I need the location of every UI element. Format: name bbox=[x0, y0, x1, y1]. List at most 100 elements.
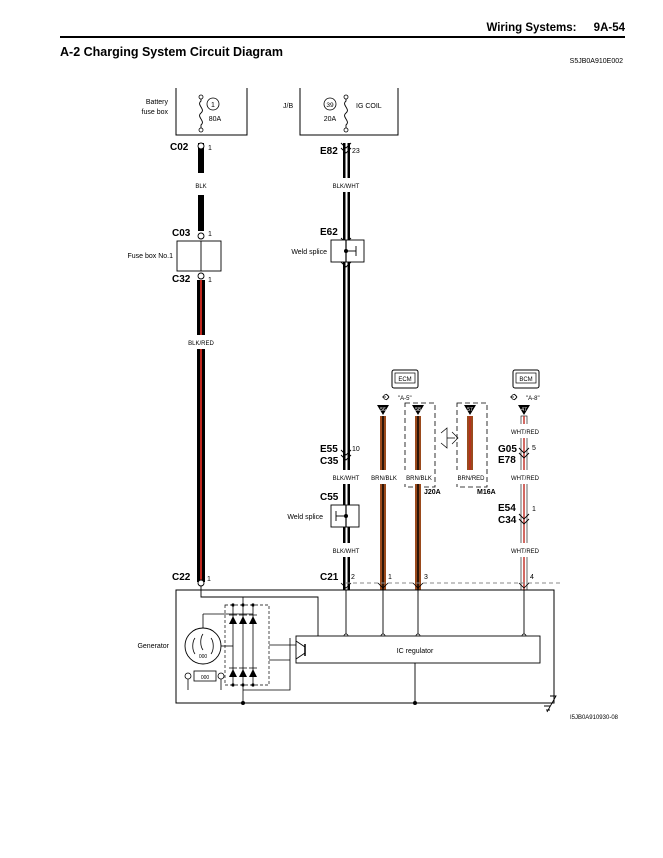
weld-splice-c55: C55 Weld splice bbox=[287, 492, 360, 528]
wire-brn-blk-1: BRN/BLK bbox=[369, 416, 399, 590]
wire-wht-red: WHT/RED WHT/RED WHT/RED bbox=[508, 415, 542, 591]
connector-e55-c35: E55 10 C35 bbox=[320, 444, 360, 467]
header-rule bbox=[60, 36, 625, 38]
wire-blk: BLK bbox=[195, 143, 207, 231]
ecm-pin-56-label: 56 bbox=[380, 407, 386, 413]
fuse-number-circle bbox=[206, 97, 220, 111]
connector-c03-pin: 1 bbox=[208, 231, 212, 238]
wire-label-brn-blk-1: BRN/BLK bbox=[371, 476, 397, 482]
wire-blk-wht: BLK/WHT BLK/WHT BLK/WHT bbox=[330, 143, 362, 590]
fuse39-rating: 20A bbox=[324, 116, 337, 123]
weld-splice-e62-label: Weld splice bbox=[291, 249, 327, 256]
connector-c21-pin-2: 2 bbox=[351, 574, 355, 581]
ecm-pin-57: 57 bbox=[464, 405, 476, 415]
connector-c02-pin: 1 bbox=[208, 145, 212, 152]
connector-e82-id: E82 bbox=[320, 146, 338, 157]
rotor-coil: 000 bbox=[184, 670, 225, 690]
stator-coil: 000 bbox=[184, 613, 253, 665]
connector-c32: C32 1 bbox=[172, 272, 212, 285]
connector-c34-id: C34 bbox=[498, 515, 517, 526]
wire-label-brn-red: BRN/RED bbox=[457, 476, 485, 482]
diagram-title: A-2 Charging System Circuit Diagram bbox=[60, 45, 283, 59]
page-header: Wiring Systems: 9A-54 bbox=[472, 22, 625, 34]
ecm-pin-56: 56 bbox=[377, 405, 389, 415]
connector-c03-id: C03 bbox=[172, 228, 191, 239]
connector-c21-id: C21 bbox=[320, 572, 339, 583]
jb-label: J/B bbox=[283, 103, 293, 110]
wire-label-blk: BLK bbox=[195, 184, 206, 190]
connector-g05-e78: G05 5 E78 bbox=[498, 444, 536, 466]
wire-label-blk-red: BLK/RED bbox=[188, 341, 214, 347]
m16a-variant-box bbox=[456, 402, 488, 488]
connector-c02-id: C02 bbox=[170, 142, 189, 153]
connector-e54-pin: 1 bbox=[532, 506, 536, 513]
wire-blk-red: BLK/RED bbox=[188, 280, 214, 582]
ig-coil-label: IG COIL bbox=[356, 103, 382, 110]
wire-brn-blk-2: BRN/BLK bbox=[404, 416, 434, 590]
ecm-pin-58-label: 58 bbox=[415, 407, 421, 413]
fuse39-circle bbox=[323, 97, 337, 111]
battery-fuse-box: Battery fuse box 1 80A bbox=[142, 88, 248, 136]
connector-c02: C02 1 bbox=[170, 142, 212, 153]
bcm-label: BCM bbox=[519, 377, 532, 383]
fuse-box-no1-label: Fuse box No.1 bbox=[127, 253, 173, 260]
connector-g05-id: G05 bbox=[498, 444, 517, 455]
connector-c03: C03 1 bbox=[172, 228, 212, 240]
figure-code: I5JB0A910930-08 bbox=[570, 715, 619, 721]
fuse1-number: 1 bbox=[211, 102, 215, 109]
bcm-pin-47-label: 47 bbox=[521, 407, 527, 413]
ecm-pin-58: 58 bbox=[412, 405, 424, 415]
ecm-pin-57-label: 57 bbox=[467, 407, 473, 413]
connector-e55-pin: 10 bbox=[352, 446, 360, 453]
connector-c35-id: C35 bbox=[320, 456, 339, 467]
connector-c32-id: C32 bbox=[172, 274, 191, 285]
fuse1-rating: 80A bbox=[209, 116, 222, 123]
page-number: 9A-54 bbox=[593, 22, 625, 34]
wire-label-blk-wht-mid: BLK/WHT bbox=[333, 476, 360, 482]
connector-c22-pin: 1 bbox=[207, 576, 211, 583]
connector-e54-c34: E54 1 C34 bbox=[498, 503, 536, 526]
wire-label-wht-red-1: WHT/RED bbox=[511, 430, 540, 436]
generator-label: Generator bbox=[137, 643, 169, 650]
weld-splice-c55-label: Weld splice bbox=[287, 514, 323, 521]
wire-label-blk-wht-top: BLK/WHT bbox=[333, 184, 360, 190]
connector-e82-pin: 23 bbox=[352, 148, 360, 155]
connector-c22: C22 1 bbox=[172, 572, 211, 587]
connector-c55-id: C55 bbox=[320, 492, 339, 503]
ground-symbol bbox=[544, 695, 557, 713]
connector-e55-id: E55 bbox=[320, 444, 338, 455]
section-title: Wiring Systems: bbox=[486, 22, 577, 34]
generator: Generator IC regulator bbox=[137, 586, 557, 713]
ic-regulator-box bbox=[295, 635, 541, 664]
wire-label-blk-wht-low: BLK/WHT bbox=[333, 549, 360, 555]
wire-label-brn-blk-2: BRN/BLK bbox=[406, 476, 432, 482]
bcm-pin-47: 47 bbox=[518, 405, 530, 415]
wire-brn-red: BRN/RED bbox=[456, 416, 486, 484]
fuse-box-no1: Fuse box No.1 bbox=[127, 240, 222, 272]
ecm-module: ECM "A-5" bbox=[382, 369, 419, 402]
document-code: S5JB0A910E002 bbox=[569, 58, 623, 65]
fuse1-symbol bbox=[199, 96, 203, 130]
ecm-label: ECM bbox=[398, 377, 411, 383]
weld-splice-e62: E62 Weld splice bbox=[291, 227, 365, 268]
wire-label-wht-red-3: WHT/RED bbox=[511, 549, 540, 555]
junction-block: J/B 39 20A IG COIL bbox=[283, 88, 399, 136]
variant-exchange-arrow bbox=[440, 427, 459, 449]
bcm-reference: "A-8" bbox=[526, 396, 540, 402]
connector-c21: C21 2 1 3 4 bbox=[320, 572, 560, 589]
connector-c21-pin-4: 4 bbox=[530, 574, 534, 581]
connector-c22-id: C22 bbox=[172, 572, 191, 583]
fuse39-number: 39 bbox=[326, 102, 334, 109]
battery-fuse-box-label-2: fuse box bbox=[142, 109, 169, 116]
ecm-reference: "A-5" bbox=[398, 396, 412, 402]
connector-g05-pin: 5 bbox=[532, 445, 536, 452]
connector-c21-pin-1: 1 bbox=[388, 574, 392, 581]
connector-c21-pin-3: 3 bbox=[424, 574, 428, 581]
battery-fuse-box-label-1: Battery bbox=[146, 99, 169, 106]
rectifier-bridge bbox=[224, 597, 296, 705]
fuse39-symbol bbox=[344, 96, 348, 130]
m16a-label: M16A bbox=[477, 489, 496, 496]
j20a-label: J20A bbox=[424, 489, 441, 496]
connector-c32-pin: 1 bbox=[208, 277, 212, 284]
